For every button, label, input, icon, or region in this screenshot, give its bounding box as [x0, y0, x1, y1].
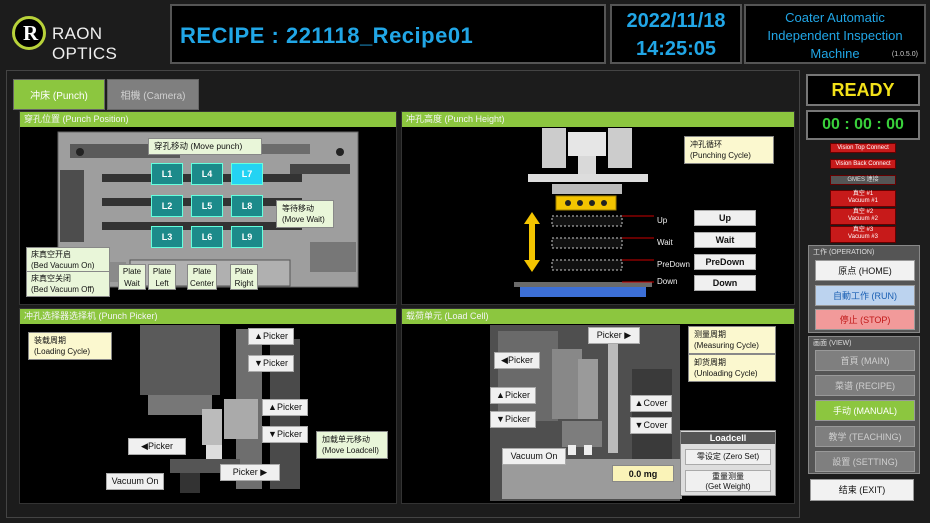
view-recipe-button[interactable]: 菜谱 (RECIPE): [815, 375, 915, 396]
level-wait-label: Wait: [657, 238, 673, 247]
operation-group-title: 工作 (OPERATION): [813, 249, 875, 256]
clock: 2022/11/18 14:25:05: [610, 4, 742, 64]
loadcell-picker-left-button[interactable]: ◀Picker: [494, 352, 540, 369]
picker-left-button[interactable]: ◀Picker: [128, 438, 186, 455]
level-up-label: Up: [657, 216, 668, 225]
unloading-cycle-button[interactable]: 卸货周期 (Unloading Cycle): [688, 354, 776, 382]
loadcell-group: Loadcell 零设定 (Zero Set) 重量测量 (Get Weight…: [680, 430, 776, 496]
loadcell-group-title: Loadcell: [681, 432, 775, 444]
picker-up-button-1[interactable]: ▲Picker: [248, 328, 294, 345]
cover-down-button[interactable]: ▼Cover: [630, 417, 672, 434]
cell-l5[interactable]: L5: [191, 195, 223, 217]
view-teaching-button[interactable]: 教学 (TEACHING): [815, 426, 915, 447]
cell-l9[interactable]: L9: [231, 226, 263, 248]
cell-l2[interactable]: L2: [151, 195, 183, 217]
punch-position-title: 穿孔位置 (Punch Position): [20, 112, 396, 127]
height-wait-button[interactable]: Wait: [694, 232, 756, 248]
cell-l1[interactable]: L1: [151, 163, 183, 185]
load-cell-title: 载荷单元 (Load Cell): [402, 309, 794, 324]
picker-up-button-2[interactable]: ▲Picker: [262, 399, 308, 416]
tab-camera[interactable]: 相機 (Camera): [107, 79, 199, 110]
cover-up-button[interactable]: ▲Cover: [630, 395, 672, 412]
machine-info: Coater Automatic Independent Inspection …: [744, 4, 926, 64]
punch-height-panel: 冲孔高度 (Punch Height) 冲孔循环 (Punching Cycle…: [401, 111, 795, 305]
loadcell-picker-right-button[interactable]: Picker ▶: [588, 327, 640, 344]
plate-center-button[interactable]: Plate Center: [187, 264, 217, 290]
punch-height-title: 冲孔高度 (Punch Height): [402, 112, 794, 127]
recipe-title: RECIPE : 221118_Recipe01: [180, 23, 474, 48]
punch-picker-title: 冲孔选择器选择机 (Punch Picker): [20, 309, 396, 324]
view-main-button[interactable]: 首頁 (MAIN): [815, 350, 915, 371]
height-down-button[interactable]: Down: [694, 275, 756, 291]
plate-wait-button[interactable]: Plate Wait: [118, 264, 146, 290]
logo: RAON OPTICS: [0, 0, 168, 68]
cell-l4[interactable]: L4: [191, 163, 223, 185]
exit-button[interactable]: 结束 (EXIT): [810, 479, 914, 501]
run-button[interactable]: 自動工作 (RUN): [815, 285, 915, 306]
indicator-vacuum-1: 真空 #1 Vacuum #1: [830, 190, 896, 207]
cell-l6[interactable]: L6: [191, 226, 223, 248]
tab-punch[interactable]: 冲床 (Punch): [13, 79, 105, 110]
view-group: 画面 (VIEW) 首頁 (MAIN) 菜谱 (RECIPE) 手动 (MANU…: [808, 336, 920, 474]
cycle-timer: 00 : 00 : 00: [806, 110, 920, 140]
picker-down-button-1[interactable]: ▼Picker: [248, 355, 294, 372]
zero-set-button[interactable]: 零设定 (Zero Set): [685, 449, 771, 465]
plate-right-button[interactable]: Plate Right: [230, 264, 258, 290]
indicator-vision-back: Vision Back Connect: [830, 159, 896, 169]
picker-vacuum-on-button[interactable]: Vacuum On: [106, 473, 164, 490]
level-predown-label: PreDown: [657, 260, 690, 269]
height-up-button[interactable]: Up: [694, 210, 756, 226]
version-label: (1.0.5.0): [891, 51, 918, 58]
machine-name: Coater Automatic Independent Inspection …: [767, 10, 903, 61]
view-group-title: 画面 (VIEW): [813, 340, 852, 347]
loadcell-picker-down-button[interactable]: ▼Picker: [490, 411, 536, 428]
bed-vacuum-off-button[interactable]: 床真空关闭 (Bed Vacuum Off): [26, 271, 110, 297]
load-cell-panel: 载荷单元 (Load Cell) Picker ▶ ◀Picker ▲Picke…: [401, 308, 795, 504]
clock-time: 14:25:05: [635, 38, 717, 60]
bed-vacuum-on-button[interactable]: 床真空开启 (Bed Vacuum On): [26, 247, 110, 273]
recipe-title-box: RECIPE : 221118_Recipe01: [170, 4, 606, 64]
indicator-gmes: GMES 連接: [830, 175, 896, 185]
loadcell-vacuum-on-button[interactable]: Vacuum On: [502, 448, 566, 465]
plate-left-button[interactable]: Plate Left: [148, 264, 176, 290]
cell-l3[interactable]: L3: [151, 226, 183, 248]
indicator-vacuum-2: 真空 #2 Vacuum #2: [830, 208, 896, 225]
move-loadcell-button[interactable]: 加载单元移动 (Move Loadcell): [316, 431, 388, 459]
cell-l7[interactable]: L7: [231, 163, 263, 185]
raon-logo-icon: [12, 16, 46, 50]
view-manual-button[interactable]: 手动 (MANUAL): [815, 400, 915, 421]
brand-name: RAON OPTICS: [52, 24, 118, 63]
main-area: 冲床 (Punch) 相機 (Camera) 穿孔位置 (Punch Posit…: [6, 70, 800, 518]
stop-button[interactable]: 停止 (STOP): [815, 309, 915, 330]
home-button[interactable]: 原点 (HOME): [815, 260, 915, 281]
height-predown-button[interactable]: PreDown: [694, 254, 756, 270]
indicator-vacuum-3: 真空 #3 Vacuum #3: [830, 226, 896, 243]
operation-group: 工作 (OPERATION) 原点 (HOME) 自動工作 (RUN) 停止 (…: [808, 245, 920, 333]
view-setting-button[interactable]: 設置 (SETTING): [815, 451, 915, 472]
cell-l8[interactable]: L8: [231, 195, 263, 217]
picker-right-button[interactable]: Picker ▶: [220, 464, 280, 481]
punch-head-diagram: [514, 128, 654, 297]
move-wait-button[interactable]: 等待移动 (Move Wait): [276, 200, 334, 228]
move-punch-button[interactable]: 穿孔移动 (Move punch): [148, 138, 262, 155]
punch-position-panel: 穿孔位置 (Punch Position) 穿孔移动 (Move punch) …: [19, 111, 397, 305]
picker-down-button-2[interactable]: ▼Picker: [262, 426, 308, 443]
machine-state: READY: [806, 74, 920, 106]
get-weight-button[interactable]: 重量测量 (Get Weight): [685, 470, 771, 492]
punching-cycle-button[interactable]: 冲孔循环 (Punching Cycle): [684, 136, 774, 164]
loadcell-picker-up-button[interactable]: ▲Picker: [490, 387, 536, 404]
level-down-label: Down: [657, 277, 678, 286]
indicator-vision-top: Vision Top Connect: [830, 143, 896, 153]
punch-picker-panel: 冲孔选择器选择机 (Punch Picker) 装载周期 (Loading Cy…: [19, 308, 397, 504]
clock-date: 2022/11/18: [626, 10, 726, 32]
measuring-cycle-button[interactable]: 测量周期 (Measuring Cycle): [688, 326, 776, 354]
weight-value: 0.0 mg: [612, 465, 674, 482]
loading-cycle-button[interactable]: 装载周期 (Loading Cycle): [28, 332, 112, 360]
